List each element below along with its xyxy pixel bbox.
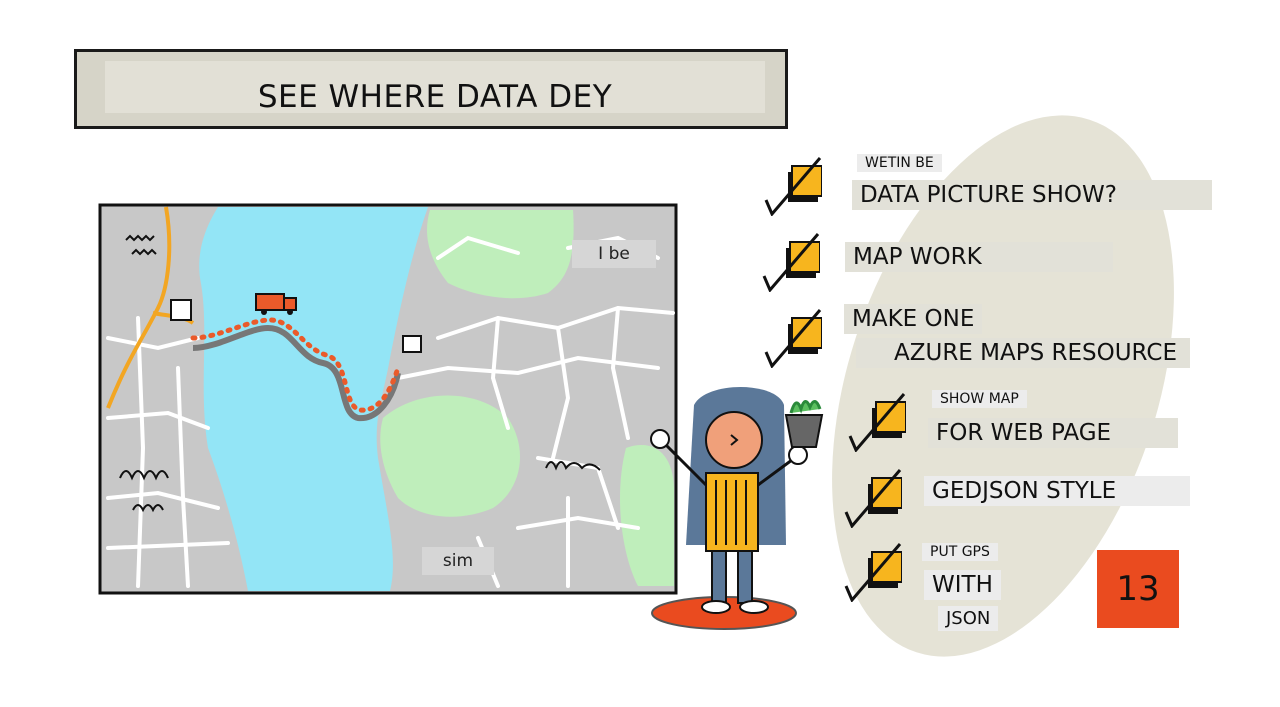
checklist-subtitle: SHOW MAP (932, 390, 1027, 408)
checklist-label: FOR WEB PAGE (928, 418, 1178, 448)
checklist-label: WITH (924, 570, 1001, 600)
scribble (131, 248, 157, 256)
map-road (106, 206, 172, 409)
scribble (545, 461, 601, 471)
checkbox-checked-icon (844, 543, 902, 602)
checklist-label: JSON (938, 606, 999, 631)
title-inner: SEE WHERE DATA DEY (105, 61, 765, 115)
lesson-number-badge: 13 (1097, 550, 1179, 628)
character-illustration (650, 387, 824, 630)
checklist-label: DATA PICTURE SHOW? (852, 180, 1212, 210)
checkbox-checked-icon (844, 469, 902, 528)
plant-pot-icon (784, 414, 824, 448)
checklist-subtitle: WETIN BE (857, 154, 942, 172)
title-banner: SEE WHERE DATA DEY (74, 49, 788, 129)
map-park (619, 444, 674, 586)
page-title: SEE WHERE DATA DEY (257, 79, 613, 115)
checkbox-checked-icon (764, 309, 822, 368)
truck-icon (255, 293, 297, 315)
package-icon (402, 335, 422, 353)
scribble (132, 504, 164, 513)
checklist-label: GEDJSON STYLE (924, 476, 1190, 506)
map-route-road (192, 324, 401, 422)
map-label: I be (572, 240, 656, 268)
package-icon (170, 299, 192, 321)
map-illustration (98, 203, 678, 595)
scribble (125, 234, 155, 242)
checklist-label: AZURE MAPS RESOURCE (856, 338, 1190, 368)
checklist-subtitle: PUT GPS (922, 543, 998, 561)
map-park (427, 210, 574, 299)
checkbox-checked-icon (848, 393, 906, 452)
map-park (380, 395, 520, 517)
checkbox-checked-icon (764, 157, 822, 216)
map-route (190, 317, 401, 413)
map-label: sim (422, 547, 494, 575)
checkbox-checked-icon (762, 233, 820, 292)
scribble (119, 470, 169, 481)
checklist-label: MAKE ONE (844, 304, 983, 334)
checklist-label: MAP WORK (845, 242, 1113, 272)
